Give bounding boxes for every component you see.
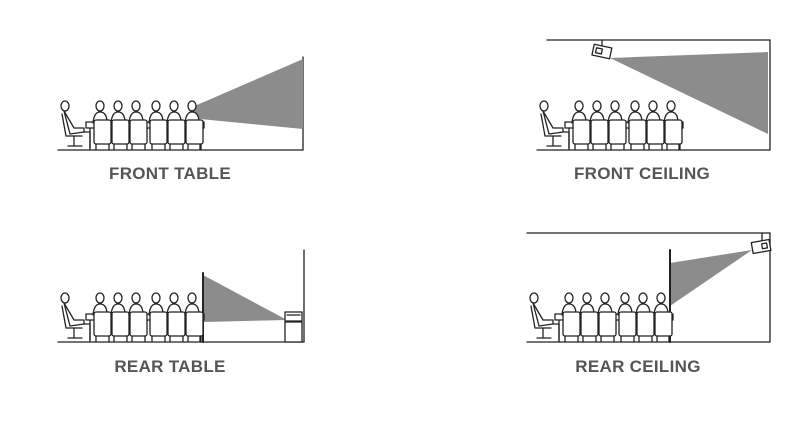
seated-person xyxy=(184,292,204,343)
chair-back xyxy=(608,119,627,145)
lead-person xyxy=(539,100,570,149)
ceiling-projector xyxy=(591,39,613,60)
seated-person xyxy=(617,292,637,343)
chair-back xyxy=(636,311,655,337)
chair-back xyxy=(590,119,609,145)
chair-back xyxy=(664,119,683,145)
seated-person xyxy=(561,292,581,343)
seated-person xyxy=(663,100,683,151)
chair-back xyxy=(111,119,130,145)
projection-beam xyxy=(610,52,768,134)
chair-back xyxy=(654,311,673,337)
seated-person xyxy=(110,292,130,343)
chair-back xyxy=(598,311,617,337)
front-table-panel: FRONT TABLE xyxy=(0,0,402,212)
chair-back xyxy=(149,119,168,145)
front-table-diagram xyxy=(57,56,304,151)
seated-person xyxy=(128,100,148,151)
audience-group xyxy=(529,292,674,343)
seated-person xyxy=(166,292,186,343)
projection-beam xyxy=(190,59,303,129)
seated-person xyxy=(653,292,673,343)
caption-rear-ceiling: REAR CEILING xyxy=(575,357,701,376)
chair-back xyxy=(580,311,599,337)
front-ceiling-panel: FRONT CEILING xyxy=(402,0,805,212)
caption-rear-table: REAR TABLE xyxy=(114,357,226,376)
seated-person xyxy=(635,292,655,343)
chair-back xyxy=(93,119,112,145)
seated-person xyxy=(645,100,665,151)
chair-back xyxy=(111,311,130,337)
projection-beam xyxy=(203,275,287,322)
seated-person xyxy=(589,100,609,151)
ceiling-projector xyxy=(750,232,772,255)
chair-back xyxy=(185,311,204,337)
chair-back xyxy=(93,311,112,337)
chair-back xyxy=(167,311,186,337)
chair-back xyxy=(618,311,637,337)
chair-back xyxy=(149,311,168,337)
chair-back xyxy=(562,311,581,337)
chair-back xyxy=(646,119,665,145)
chair-back xyxy=(129,119,148,145)
audience-group xyxy=(539,100,684,151)
seated-person xyxy=(92,292,112,343)
lead-person xyxy=(529,292,560,341)
seated-person xyxy=(110,100,130,151)
lead-person xyxy=(60,100,91,149)
audience-group xyxy=(60,292,205,343)
rear-ceiling-diagram xyxy=(526,232,772,343)
rear-ceiling-panel: REAR CEILING xyxy=(402,212,805,425)
chair-back xyxy=(167,119,186,145)
table-projector xyxy=(284,311,303,343)
seated-person xyxy=(579,292,599,343)
front-ceiling-diagram xyxy=(536,39,771,151)
seated-person xyxy=(597,292,617,343)
seated-person xyxy=(607,100,627,151)
rear-table-panel: REAR TABLE xyxy=(0,212,402,425)
seated-person xyxy=(184,100,204,151)
seated-person xyxy=(627,100,647,151)
chair-back xyxy=(129,311,148,337)
seated-person xyxy=(166,100,186,151)
chair-back xyxy=(572,119,591,145)
audience-group xyxy=(60,100,205,151)
seated-person xyxy=(148,292,168,343)
chair-back xyxy=(628,119,647,145)
seated-person xyxy=(571,100,591,151)
seated-person xyxy=(92,100,112,151)
seated-person xyxy=(128,292,148,343)
rear-table-diagram xyxy=(57,249,305,343)
lead-person xyxy=(60,292,91,341)
caption-front-ceiling: FRONT CEILING xyxy=(573,164,711,183)
projection-beam xyxy=(670,250,752,306)
caption-front-table: FRONT TABLE xyxy=(109,164,231,183)
seated-person xyxy=(148,100,168,151)
chair-back xyxy=(185,119,204,145)
